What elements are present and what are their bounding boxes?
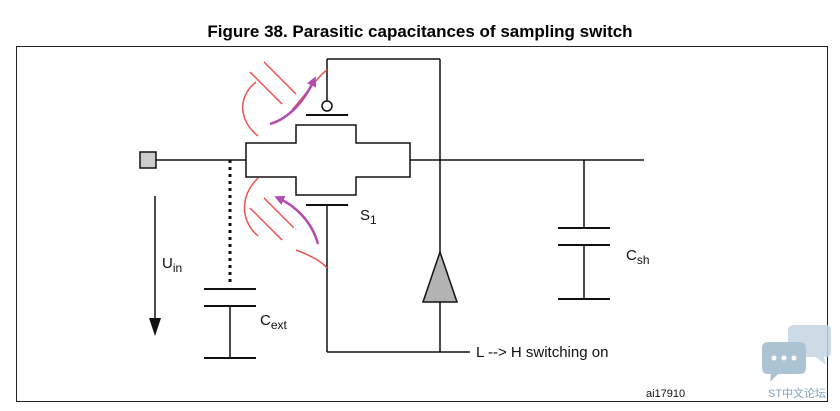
inverter-buffer	[421, 249, 459, 303]
input-terminal	[139, 151, 157, 169]
lower-current-label: i	[293, 221, 296, 235]
upper-current-arrow	[269, 76, 317, 126]
lower-parasitic-capacitance	[243, 177, 328, 269]
pmos-gate-bubble	[321, 100, 333, 112]
control-signal-label: L --> H switching on	[476, 344, 608, 361]
uin-label: Uin	[162, 255, 182, 275]
figure-id: ai17910	[646, 388, 685, 400]
sampling-switch-body	[245, 124, 411, 196]
uin-arrow-head	[149, 318, 161, 336]
csh-label: Csh	[626, 247, 650, 267]
upper-current-label: i	[289, 93, 292, 107]
switch-label: S1	[360, 207, 377, 227]
watermark-text: ST中文论坛	[768, 386, 826, 400]
cext-label: Cext	[260, 312, 288, 332]
figure-title: Figure 38. Parasitic capacitances of sam…	[207, 22, 633, 41]
lower-current-arrow	[274, 195, 320, 245]
chat-bubble-icon	[762, 325, 831, 382]
figure-frame	[16, 46, 828, 402]
forum-watermark: ST中文论坛	[762, 325, 831, 400]
